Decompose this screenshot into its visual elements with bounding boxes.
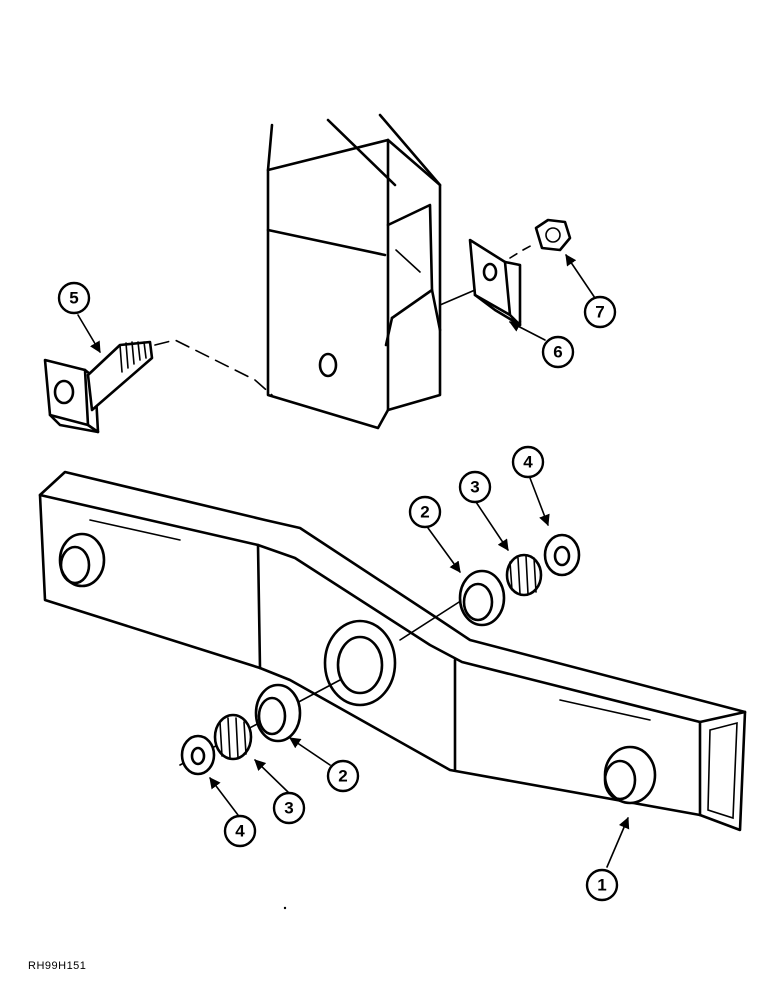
callout-6: 6 — [541, 335, 575, 369]
bearing-set-lower — [179, 679, 341, 776]
hex-nut-part-7 — [509, 218, 572, 259]
callout-4-lower: 4 — [223, 814, 257, 848]
callout-2-upper: 2 — [408, 495, 442, 529]
callout-6-label: 6 — [553, 343, 562, 362]
mounting-bracket — [266, 113, 442, 430]
plate-part-6 — [439, 238, 522, 327]
callout-4-upper: 4 — [511, 445, 545, 479]
callout-4-upper-label: 4 — [523, 453, 533, 472]
callout-1: 1 — [585, 868, 619, 902]
callout-2-lower-label: 2 — [338, 767, 347, 786]
leader-arrows — [77, 254, 630, 868]
beam-part-1 — [38, 470, 747, 832]
callout-3-lower: 3 — [272, 791, 306, 825]
callout-7-label: 7 — [595, 303, 604, 322]
callout-3-upper: 3 — [458, 470, 492, 504]
callout-4-lower-label: 4 — [235, 822, 245, 841]
figure-code: RH99H151 — [28, 960, 87, 972]
callout-5-label: 5 — [69, 289, 78, 308]
callout-7: 7 — [583, 295, 617, 329]
bolt-part-5 — [43, 339, 273, 434]
bearing-set-upper — [399, 533, 581, 641]
callout-2-lower: 2 — [326, 759, 360, 793]
callout-5: 5 — [57, 281, 91, 315]
callout-2-upper-label: 2 — [420, 503, 429, 522]
callout-3-upper-label: 3 — [470, 478, 479, 497]
speck — [283, 906, 287, 910]
callout-1-label: 1 — [597, 876, 606, 895]
callout-3-lower-label: 3 — [284, 799, 293, 818]
